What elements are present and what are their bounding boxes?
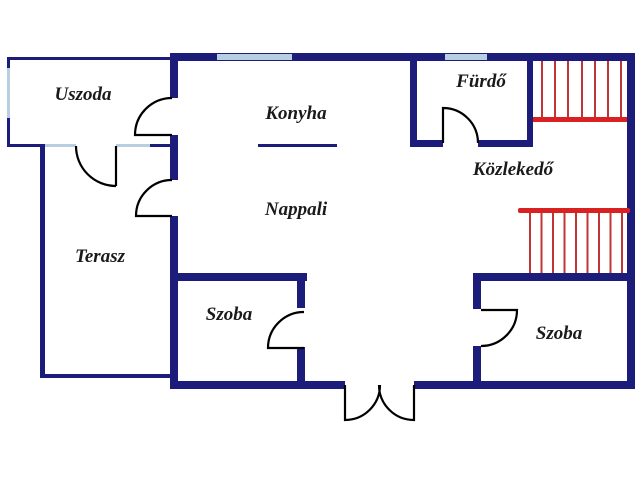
- stairs-lower-edge: [518, 208, 630, 213]
- wall-szoba-left-right-lower: [297, 347, 305, 389]
- wall-main-top: [170, 53, 635, 61]
- wall-szoba-left-right-upper: [297, 273, 305, 308]
- door-szoba-left: [266, 310, 305, 350]
- room-label-konyha: Konyha: [265, 103, 327, 124]
- wall-main-bottom-right: [414, 381, 635, 389]
- door-szoba-right: [480, 308, 519, 348]
- wall-furdo-right: [527, 53, 533, 147]
- konyha-divider-line: [258, 144, 337, 147]
- room-label-szoba-left: Szoba: [205, 304, 253, 325]
- door-uszoda-terasz: [74, 145, 118, 188]
- door-furdo: [441, 106, 480, 144]
- room-label-furdo: Fürdő: [456, 71, 506, 92]
- door-entrance-double: [343, 384, 416, 422]
- wall-uszoda-top: [7, 57, 170, 60]
- wall-main-left-middle: [170, 135, 178, 180]
- wall-furdo-bottom-left: [410, 140, 443, 147]
- wall-uszoda-bottom-right: [150, 144, 170, 147]
- wall-terasz-left: [40, 144, 45, 378]
- wall-furdo-bottom-right: [478, 140, 533, 147]
- stairs-upper-treads: [541, 61, 622, 119]
- stairs-upper-edge: [533, 117, 627, 122]
- wall-szoba-right-top: [473, 273, 635, 281]
- room-label-terasz: Terasz: [75, 246, 125, 267]
- wall-main-bottom-left: [170, 381, 345, 389]
- wall-furdo-left: [410, 53, 417, 147]
- wall-szoba-right-left-lower: [473, 346, 481, 389]
- wall-szoba-left-top: [170, 273, 307, 281]
- window-konyha-top: [217, 54, 292, 60]
- room-label-szoba-right: Szoba: [535, 323, 583, 344]
- window-furdo-top: [445, 54, 487, 60]
- wall-terasz-bottom: [40, 374, 178, 378]
- wall-uszoda-bottom-left: [7, 144, 43, 147]
- window-uszoda-bottom-right: [116, 144, 150, 147]
- stairs-lower-treads: [529, 213, 623, 273]
- door-nappali-terasz: [134, 178, 173, 218]
- door-uszoda-konyha: [133, 96, 173, 137]
- wall-szoba-right-left-upper: [473, 273, 481, 309]
- wall-main-left-lower: [170, 216, 178, 389]
- wall-uszoda-left-upper: [7, 57, 10, 68]
- room-label-uszoda: Uszoda: [54, 84, 112, 105]
- wall-uszoda-left-lower: [7, 118, 10, 147]
- window-uszoda-left: [7, 68, 10, 118]
- room-label-kozlekedo: Közlekedő: [472, 159, 554, 180]
- room-label-nappali: Nappali: [264, 199, 328, 220]
- wall-main-right: [627, 53, 635, 389]
- wall-main-left-upper: [170, 53, 178, 98]
- window-uszoda-bottom-left: [43, 144, 76, 147]
